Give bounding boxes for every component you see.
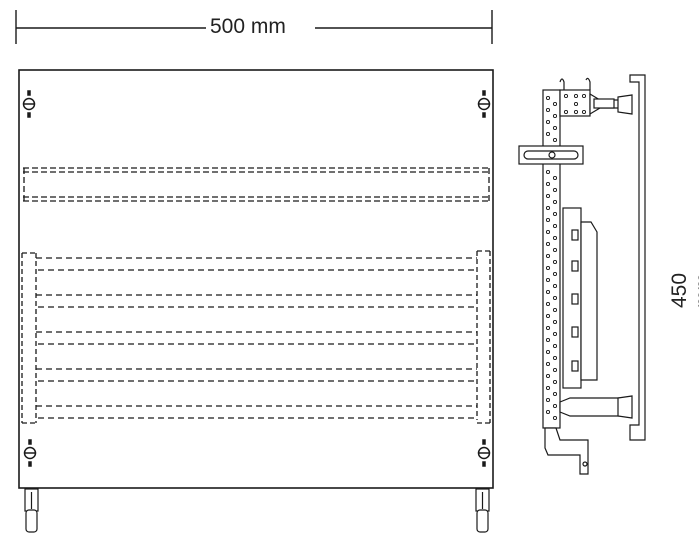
screw-icon xyxy=(477,439,491,467)
module-rails xyxy=(36,257,477,419)
screw-icon xyxy=(23,439,37,467)
foot-left xyxy=(24,488,39,533)
foot-right xyxy=(475,488,490,533)
rail-perforations xyxy=(545,93,587,421)
height-dimension-label: 450 mm xyxy=(668,268,699,312)
front-panel xyxy=(18,69,494,489)
width-dimension xyxy=(15,10,493,44)
side-view xyxy=(518,74,646,475)
module-frame xyxy=(21,250,491,424)
screw-icon xyxy=(22,90,36,118)
screw-icon xyxy=(477,90,491,118)
top-rail xyxy=(23,167,490,202)
width-dimension-label: 500 mm xyxy=(206,15,290,39)
